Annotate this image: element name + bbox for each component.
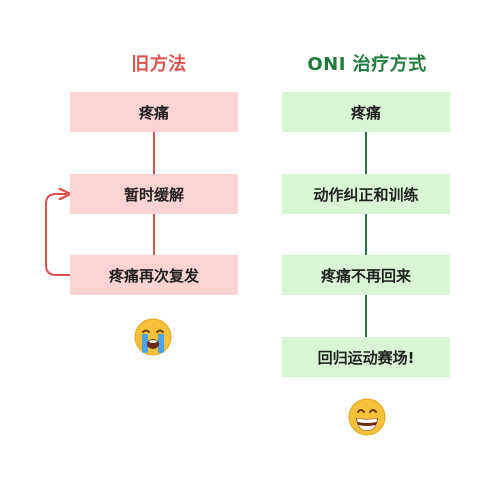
oni-step-pain-gone: 疼痛不再回来 [282,255,450,295]
oni-step-pain: 疼痛 [282,92,450,132]
old-step-pain: 疼痛 [70,92,238,132]
loop-back-arrow [45,194,70,276]
old-step-pain-returns: 疼痛再次复发 [70,255,238,295]
oni-step-correction-training: 动作纠正和训练 [282,174,450,214]
oni-step-back-to-sport: 回归运动赛场! [282,337,450,377]
oni-method-title: ONI 治疗方式 [307,54,427,75]
crying-face-icon [134,318,172,356]
grinning-face-icon [348,398,386,436]
old-method-title: 旧方法 [131,54,187,75]
old-step-temporary-relief: 暂时缓解 [70,174,238,214]
